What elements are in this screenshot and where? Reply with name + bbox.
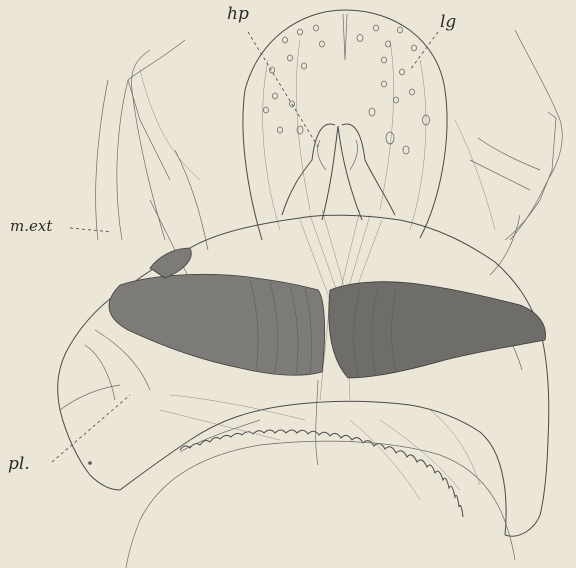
shaded-band-right: [329, 282, 546, 378]
ligula-pores: [264, 25, 430, 154]
ligula: [243, 10, 447, 240]
right-appendage: [455, 30, 562, 275]
label-m-ext: m.ext: [10, 219, 52, 234]
lower-outline: [126, 395, 515, 568]
left-lobe: [150, 248, 191, 278]
label-lg: lg: [440, 14, 456, 31]
labium-body: [58, 215, 549, 536]
serrated-edge: [180, 420, 463, 517]
shaded-band-left: [109, 274, 325, 375]
leader-m-ext: [70, 228, 112, 232]
label-pl: pl.: [8, 456, 30, 473]
leader-hp: [248, 32, 320, 150]
leader-pl: [52, 395, 130, 462]
label-hp: hp: [227, 6, 249, 23]
leader-lines: [52, 32, 438, 462]
speck: [88, 461, 92, 465]
